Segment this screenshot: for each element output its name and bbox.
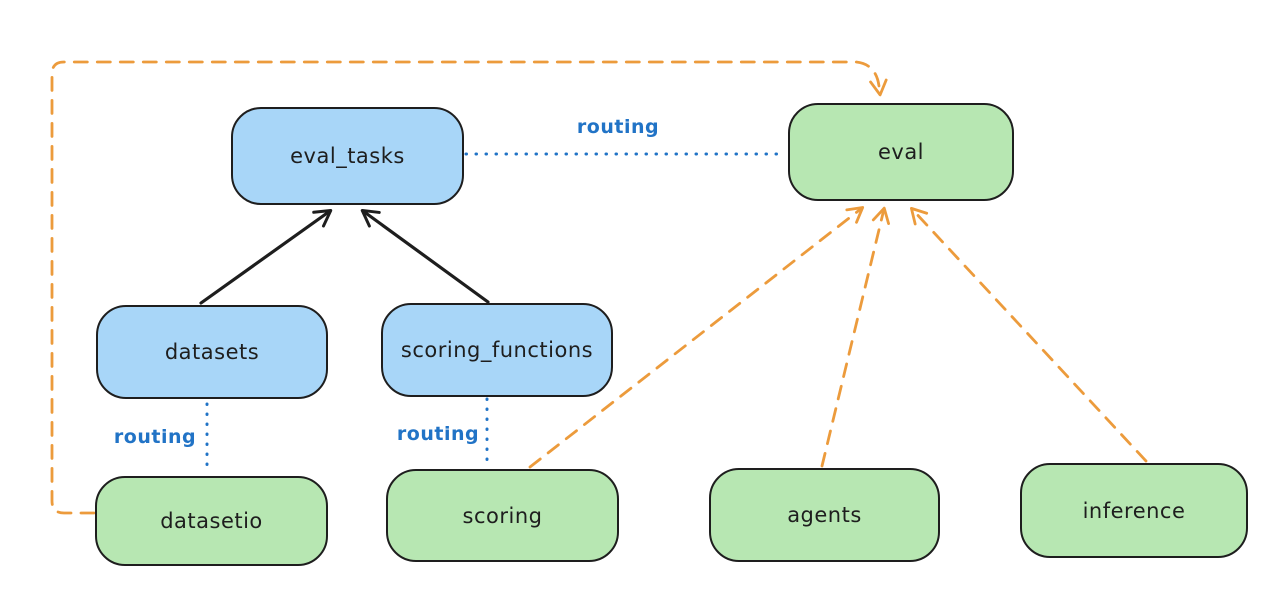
edge-agents-to-eval (820, 206, 890, 468)
node-scoring_functions: scoring_functions (381, 303, 613, 397)
node-datasetio: datasetio (95, 476, 328, 566)
edge-inference-to-eval (910, 206, 1148, 463)
node-eval_tasks: eval_tasks (231, 107, 464, 205)
node-datasetio-label: datasetio (160, 509, 263, 533)
node-agents: agents (709, 468, 940, 562)
edge-datasets-to-eval_tasks (199, 208, 333, 305)
node-inference: inference (1020, 463, 1248, 558)
edge-scoring-to-eval (528, 206, 865, 469)
node-scoring_functions-label: scoring_functions (400, 338, 594, 362)
node-scoring-label: scoring (462, 503, 543, 528)
node-datasets-label: datasets (164, 340, 260, 364)
node-eval-label: eval (877, 140, 925, 164)
node-scoring: scoring (386, 469, 619, 562)
node-datasets: datasets (96, 305, 328, 399)
edge-datasetio-to-eval (50, 60, 888, 515)
node-eval: eval (788, 103, 1014, 201)
node-inference-label: inference (1082, 498, 1186, 523)
edge-label-routing-datasets: routing (113, 426, 197, 448)
edge-label-routing-top: routing (576, 116, 660, 138)
node-agents-label: agents (787, 503, 862, 527)
edge-label-routing-scoring: routing (396, 423, 480, 445)
node-eval_tasks-label: eval_tasks (290, 144, 405, 168)
edge-scoring_functions-to-eval_tasks (360, 208, 490, 304)
